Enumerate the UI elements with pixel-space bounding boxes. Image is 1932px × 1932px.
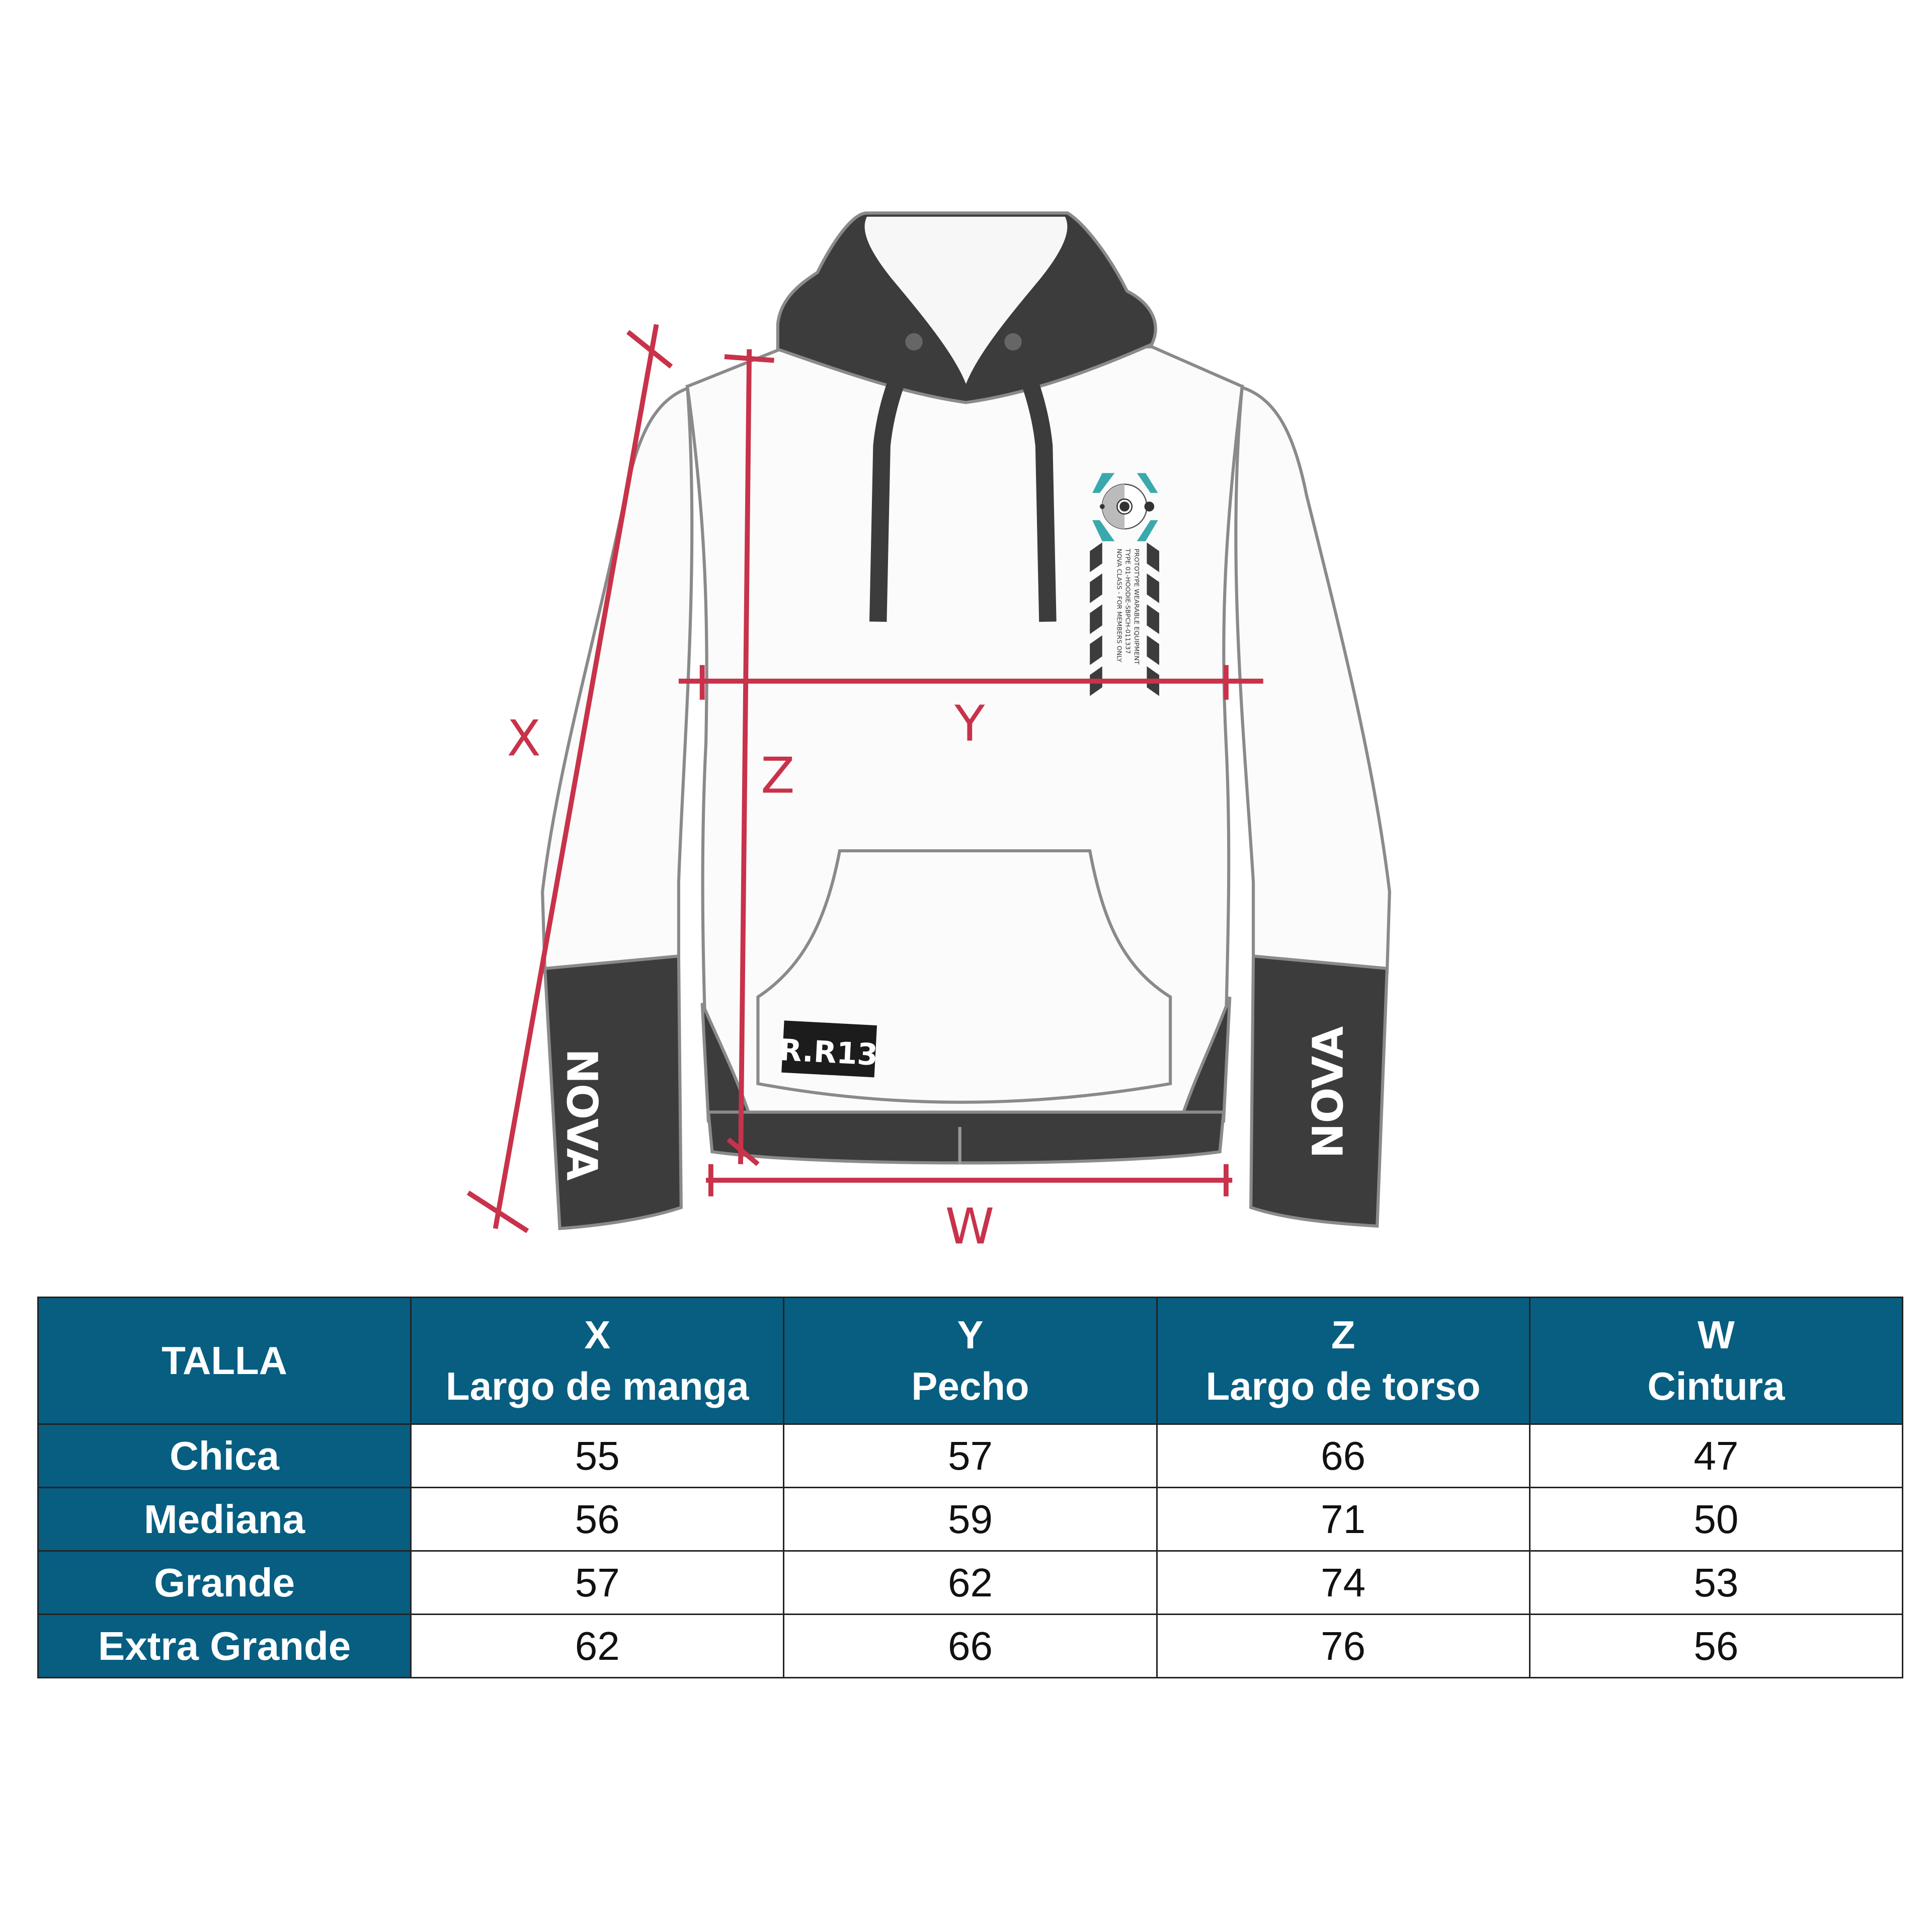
left-drawstring [869, 340, 922, 622]
svg-text:PROTOTYPE WEARABLE EQUIPMENT: PROTOTYPE WEARABLE EQUIPMENT [1133, 548, 1140, 664]
cell: 53 [1528, 1550, 1904, 1615]
right-cuff-text: NOVA [1303, 1026, 1352, 1158]
table-row: Grande 57 62 74 53 [37, 1550, 1904, 1615]
svg-text:R.R13: R.R13 [778, 1032, 879, 1072]
size-label: Chica [37, 1423, 412, 1488]
label-y: Y [954, 695, 985, 753]
measurement-lines [466, 324, 1263, 1233]
right-eyelet [1004, 333, 1022, 351]
hood-opening [864, 216, 1068, 384]
cell: 74 [1156, 1550, 1531, 1615]
pocket-patch-logo: R.R13 [778, 1020, 879, 1078]
size-label: Extra Grande [37, 1614, 412, 1678]
measure-z-line [738, 349, 752, 1164]
right-sleeve [1234, 384, 1391, 974]
cell: 59 [783, 1487, 1158, 1552]
cell: 62 [410, 1614, 785, 1678]
right-cuff [1249, 954, 1389, 1228]
cell: 76 [1156, 1614, 1531, 1678]
table-row: Chica 55 57 66 47 [37, 1423, 1904, 1488]
chest-logo: PROTOTYPE WEARABLE EQUIPMENT TYPE 01-HOO… [1090, 473, 1159, 696]
size-label: Mediana [37, 1487, 412, 1552]
right-drawstring [1005, 340, 1057, 622]
cell: 71 [1156, 1487, 1531, 1552]
left-cuff [543, 954, 683, 1231]
cell: 50 [1528, 1487, 1904, 1552]
svg-text:TYPE 01-HOODIE-SBPCH-011337: TYPE 01-HOODIE-SBPCH-011337 [1124, 548, 1132, 654]
cell: 56 [1528, 1614, 1904, 1678]
left-cuff-text: NOVA [557, 1049, 606, 1181]
cell: 57 [783, 1423, 1158, 1488]
label-w: W [945, 1198, 994, 1255]
label-z: Z [761, 747, 794, 804]
header-talla: TALLA [37, 1297, 412, 1425]
cell: 47 [1528, 1423, 1904, 1488]
table-row: Mediana 56 59 71 50 [37, 1487, 1904, 1552]
cell: 57 [410, 1550, 785, 1615]
left-sleeve [541, 384, 694, 974]
svg-text:NOVA CLASS - FOR MEMBERS ONLY: NOVA CLASS - FOR MEMBERS ONLY [1115, 548, 1122, 662]
cell: 66 [783, 1614, 1158, 1678]
measure-x-line [493, 324, 659, 1229]
label-x: X [507, 710, 541, 768]
waistband [706, 1110, 1226, 1165]
cell: 55 [410, 1423, 785, 1488]
cell: 62 [783, 1550, 1158, 1615]
cell: 66 [1156, 1423, 1531, 1488]
table-row: Extra Grande 62 66 76 56 [37, 1614, 1904, 1678]
left-eyelet [905, 333, 923, 351]
cell: 56 [410, 1487, 785, 1552]
size-label: Grande [37, 1550, 412, 1615]
chest-logo-stripes [1090, 542, 1159, 696]
